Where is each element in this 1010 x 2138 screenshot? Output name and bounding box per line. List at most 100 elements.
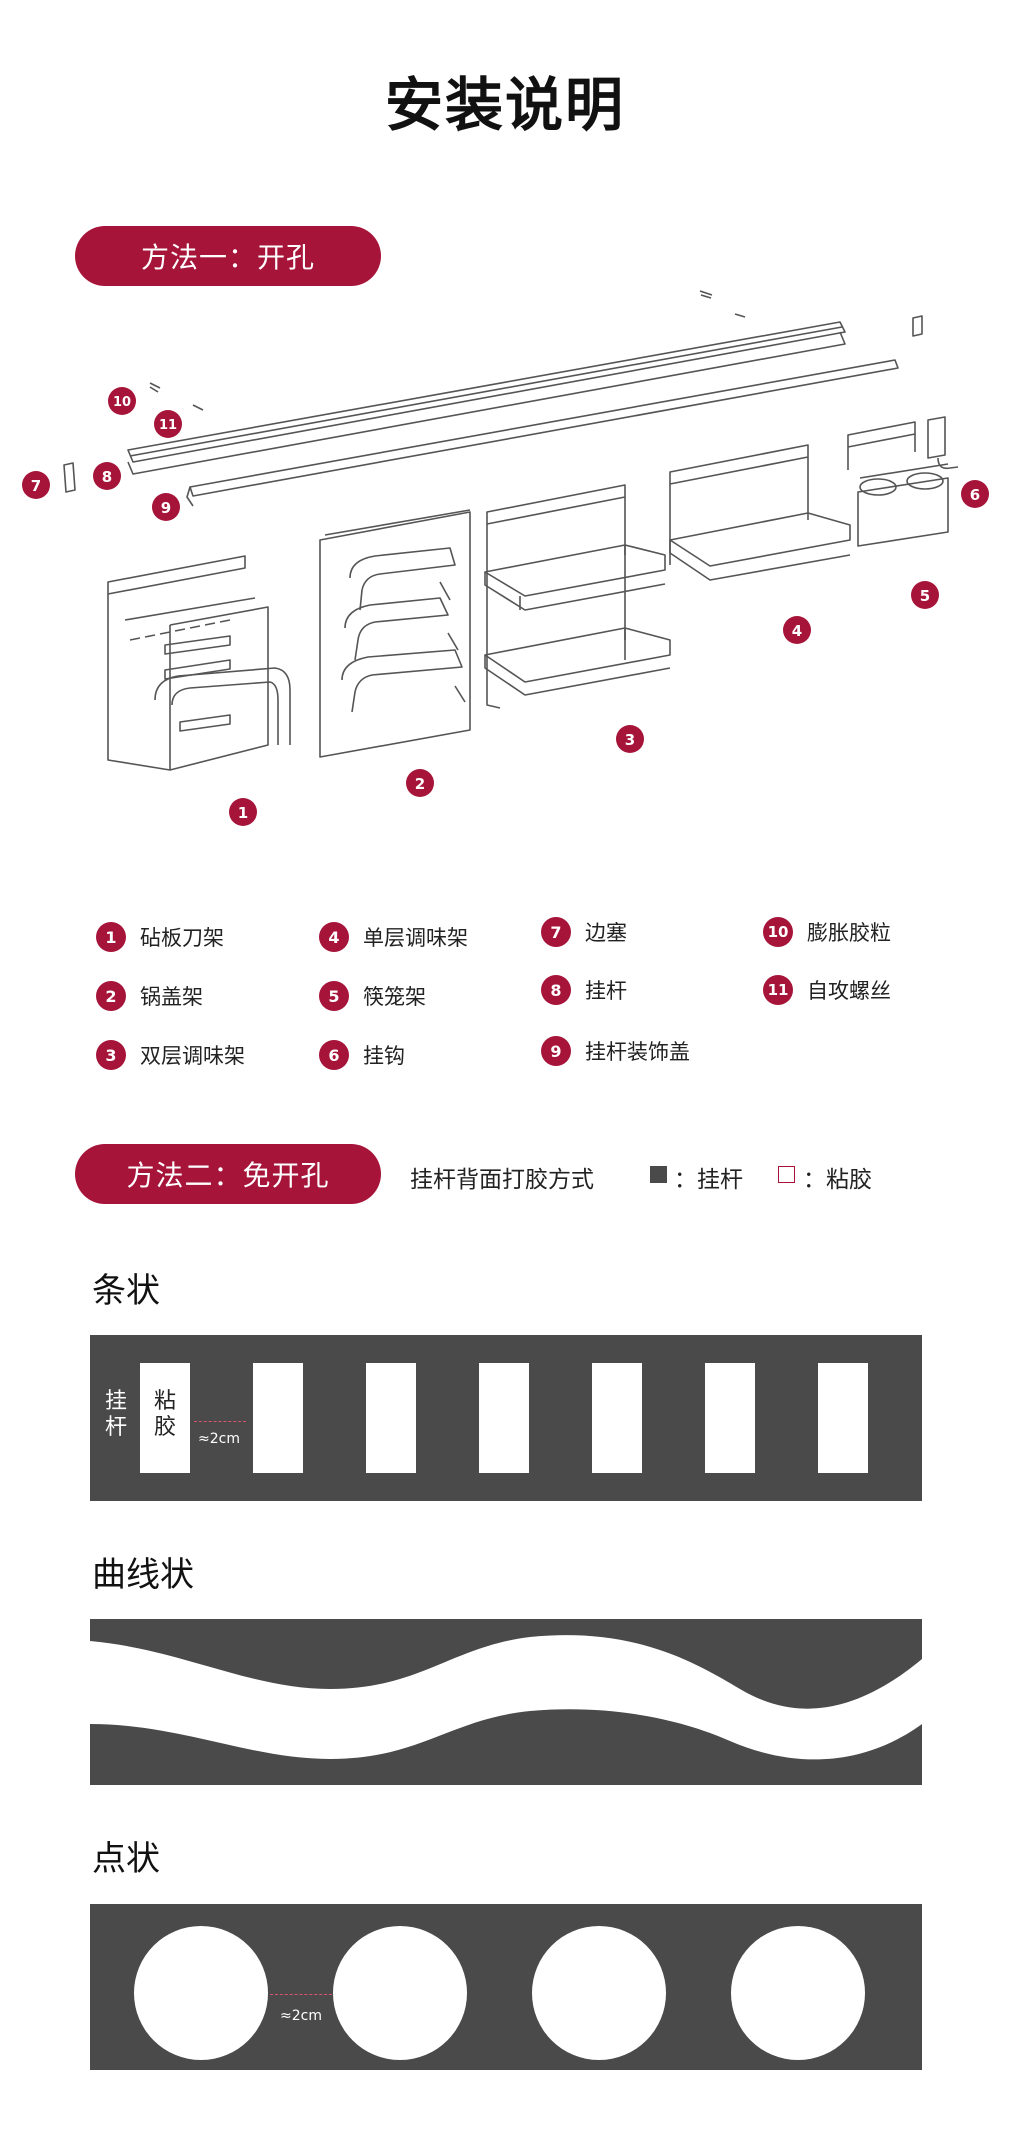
gap-label: ≈2cm xyxy=(198,1431,240,1447)
gap-measure-line xyxy=(270,1994,332,1995)
glue-dot xyxy=(134,1926,268,2060)
legend-item-8: 8 挂杆 xyxy=(541,975,627,1005)
legend-label: 双层调味架 xyxy=(140,1044,245,1068)
legend-item-6: 6 挂钩 xyxy=(319,1040,405,1070)
legend-label: 边塞 xyxy=(585,921,627,945)
dot-pattern-panel: ≈2cm xyxy=(90,1904,922,2070)
glue-strip xyxy=(592,1363,642,1473)
marker-1: 1 xyxy=(229,798,257,826)
installation-diagram: 1 2 3 4 5 6 7 8 9 10 11 xyxy=(22,290,989,826)
legend-label: 膨胀胶粒 xyxy=(807,921,891,945)
legend-label: 单层调味架 xyxy=(363,926,468,950)
gap-label: ≈2cm xyxy=(280,2008,322,2024)
rod-key-label: ：挂杆 xyxy=(674,1167,743,1193)
curve-pattern-panel xyxy=(90,1619,922,1785)
rail-cover xyxy=(186,359,899,507)
legend-label: 砧板刀架 xyxy=(140,926,224,950)
marker-8: 8 xyxy=(93,462,121,490)
curve-heading: 曲线状 xyxy=(92,1555,194,1595)
legend-label: 筷笼架 xyxy=(363,985,426,1009)
legend-item-2: 2 锅盖架 xyxy=(96,981,203,1011)
legend-item-10: 10 膨胀胶粒 xyxy=(763,917,891,947)
glue-dot xyxy=(532,1926,666,2060)
legend-item-1: 1 砧板刀架 xyxy=(96,922,224,952)
glue-strip xyxy=(366,1363,416,1473)
legend-label: 自攻螺丝 xyxy=(807,979,891,1003)
page-title: 安装说明 xyxy=(384,71,625,139)
strip-heading: 条状 xyxy=(92,1271,160,1311)
single-spice-rack-drawing xyxy=(669,444,851,581)
glue-dot xyxy=(731,1926,865,2060)
svg-text:7: 7 xyxy=(31,477,41,495)
legend-number: 6 xyxy=(319,1040,349,1070)
method-two-label: 方法二：免开孔 xyxy=(75,1144,381,1204)
method-one-label: 方法一：开孔 xyxy=(75,226,381,286)
end-plug-icon xyxy=(63,462,76,493)
rod-key-swatch xyxy=(650,1166,667,1183)
glue-key-label: ：粘胶 xyxy=(803,1167,872,1193)
svg-text:5: 5 xyxy=(920,587,930,605)
svg-text:9: 9 xyxy=(161,499,171,517)
marker-4: 4 xyxy=(783,616,811,644)
svg-text:11: 11 xyxy=(159,418,177,433)
legend-number: 10 xyxy=(763,917,793,947)
legend-item-3: 3 双层调味架 xyxy=(96,1040,245,1070)
marker-2: 2 xyxy=(406,769,434,797)
marker-5: 5 xyxy=(911,581,939,609)
glue-strip xyxy=(479,1363,529,1473)
glue-strip xyxy=(253,1363,303,1473)
glue-strip xyxy=(705,1363,755,1473)
legend-number: 3 xyxy=(96,1040,126,1070)
marker-11: 11 xyxy=(154,410,182,438)
marker-9: 9 xyxy=(152,493,180,521)
method-two-description: 挂杆背面打胶方式 xyxy=(410,1167,594,1193)
glue-strip xyxy=(140,1363,190,1473)
hook-drawing xyxy=(927,416,959,470)
glue-dot xyxy=(333,1926,467,2060)
lid-holder-drawing xyxy=(319,509,471,758)
legend-number: 5 xyxy=(319,981,349,1011)
legend-number: 1 xyxy=(96,922,126,952)
legend-number: 2 xyxy=(96,981,126,1011)
legend-label: 挂杆装饰盖 xyxy=(585,1040,690,1064)
strip-pattern-panel: 挂杆 粘胶 ≈2cm xyxy=(90,1335,922,1501)
chopstick-holder-drawing xyxy=(847,421,949,547)
end-cap-icon xyxy=(912,315,923,337)
legend-number: 9 xyxy=(541,1036,571,1066)
glue-label: 粘胶 xyxy=(153,1389,176,1440)
diagram-number-markers: 1 2 3 4 5 6 7 8 9 10 11 xyxy=(22,387,989,826)
knife-holder-drawing xyxy=(107,555,291,771)
legend-label: 挂钩 xyxy=(363,1044,405,1068)
svg-text:1: 1 xyxy=(238,804,248,822)
glue-key-swatch xyxy=(778,1166,795,1183)
legend-number: 11 xyxy=(763,975,793,1005)
svg-text:6: 6 xyxy=(970,486,980,504)
legend-number: 7 xyxy=(541,917,571,947)
svg-text:3: 3 xyxy=(625,731,635,749)
dot-heading: 点状 xyxy=(92,1839,160,1879)
legend-label: 锅盖架 xyxy=(140,985,203,1009)
double-spice-rack-drawing xyxy=(484,484,671,709)
legend-number: 4 xyxy=(319,922,349,952)
svg-text:8: 8 xyxy=(102,468,112,486)
legend-item-4: 4 单层调味架 xyxy=(319,922,468,952)
svg-text:10: 10 xyxy=(113,395,131,410)
gap-measure-line xyxy=(194,1421,246,1422)
legend-label: 挂杆 xyxy=(585,979,627,1003)
rod-label: 挂杆 xyxy=(104,1389,127,1440)
marker-3: 3 xyxy=(616,725,644,753)
svg-text:2: 2 xyxy=(415,775,425,793)
marker-7: 7 xyxy=(22,471,50,499)
legend-item-11: 11 自攻螺丝 xyxy=(763,975,891,1005)
legend-item-9: 9 挂杆装饰盖 xyxy=(541,1036,690,1066)
svg-text:4: 4 xyxy=(792,622,802,640)
legend-item-7: 7 边塞 xyxy=(541,917,627,947)
marker-6: 6 xyxy=(961,480,989,508)
marker-10: 10 xyxy=(108,387,136,415)
legend-item-5: 5 筷笼架 xyxy=(319,981,426,1011)
legend-number: 8 xyxy=(541,975,571,1005)
glue-strip xyxy=(818,1363,868,1473)
curve-glue-shape xyxy=(90,1635,922,1760)
screw-icon xyxy=(149,290,746,411)
rail-rod xyxy=(127,321,846,475)
